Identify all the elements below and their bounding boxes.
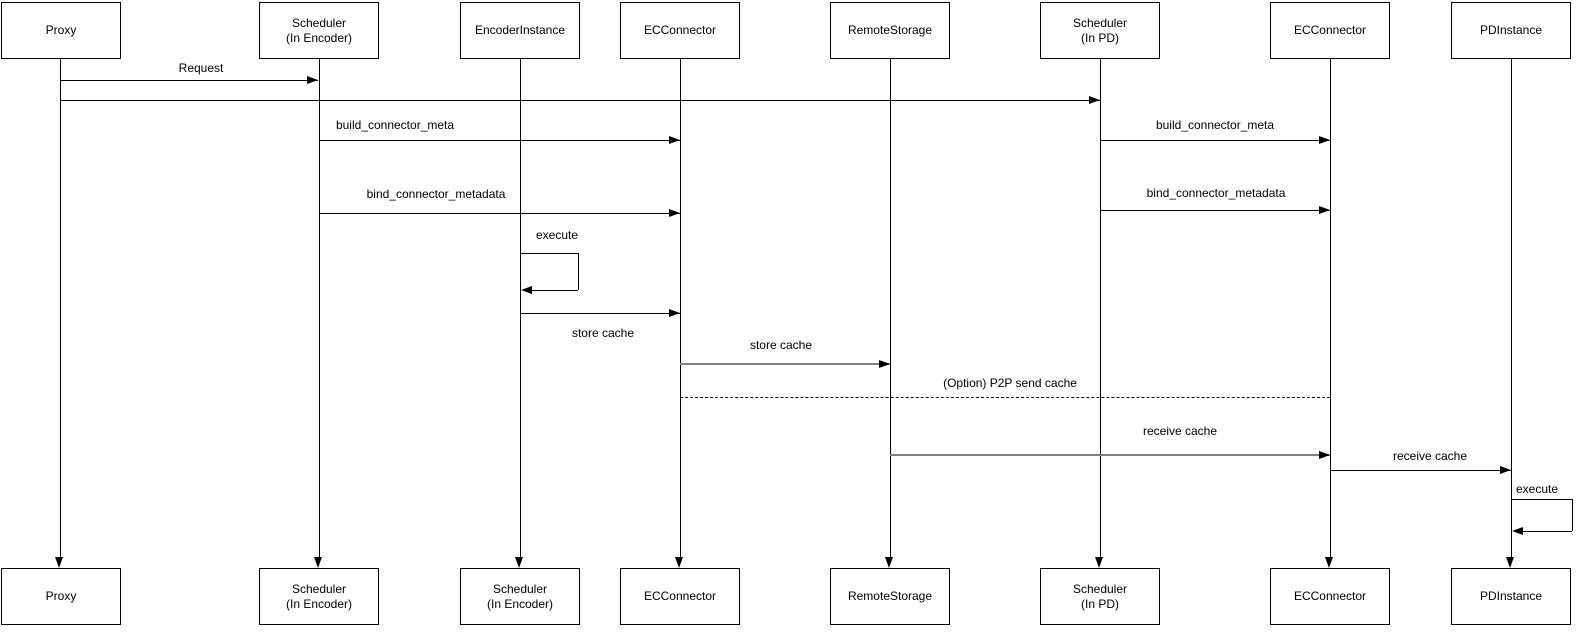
self-loop-right (1572, 499, 1573, 531)
participant-top-encoderinstance: EncoderInstance (460, 2, 580, 59)
lifeline-end-arrowhead (515, 557, 523, 568)
lifeline-end-arrowhead (1506, 557, 1514, 568)
self-loop-bottom (531, 290, 578, 291)
message-arrowhead (669, 136, 680, 144)
participant-bottom-encoderinstance: Scheduler (In Encoder) (460, 568, 580, 625)
lifeline-ecconnector-encoder (680, 59, 681, 557)
message-arrow-receive-cache-2 (1330, 470, 1511, 471)
message-label-receive-cache-2: receive cache (1392, 449, 1468, 463)
self-loop-right (578, 253, 579, 290)
participant-top-pdinstance: PDInstance (1451, 2, 1571, 59)
message-label-bind-connector-metadata-right: bind_connector_metadata (1146, 186, 1286, 200)
message-label-build-connector-meta-right: build_connector_meta (1155, 118, 1275, 132)
message-arrow-request (60, 80, 318, 81)
lifeline-pdinstance (1511, 59, 1512, 557)
participant-bottom-scheduler-pd: Scheduler (In PD) (1040, 568, 1160, 625)
lifeline-end-arrowhead (1095, 557, 1103, 568)
lifeline-scheduler-pd (1100, 59, 1101, 557)
message-arrowhead (879, 360, 890, 368)
message-label-receive-cache-1: receive cache (1142, 424, 1218, 438)
lifeline-end-arrowhead (675, 557, 683, 568)
message-arrowhead (1319, 136, 1330, 144)
participant-top-scheduler-encoder: Scheduler (In Encoder) (259, 2, 379, 59)
message-arrowhead (1319, 206, 1330, 214)
message-arrow-forward-request (60, 100, 1100, 101)
self-loop-top (1511, 499, 1572, 500)
message-arrow-build-connector-meta-left (319, 140, 680, 141)
message-arrow-store-cache-1 (520, 313, 680, 314)
message-arrowhead (521, 286, 532, 294)
message-arrow-bind-connector-metadata-right (1100, 210, 1330, 211)
message-line-p2p-send-cache (680, 397, 1330, 398)
participant-bottom-ecconnector-pd: ECConnector (1270, 568, 1390, 625)
lifeline-end-arrowhead (55, 557, 63, 568)
lifeline-ecconnector-pd (1330, 59, 1331, 557)
message-arrow-build-connector-meta-right (1100, 140, 1330, 141)
participant-top-scheduler-pd: Scheduler (In PD) (1040, 2, 1160, 59)
participant-top-ecconnector-pd: ECConnector (1270, 2, 1390, 59)
message-label-store-cache-1: store cache (571, 326, 635, 340)
participant-bottom-proxy: Proxy (1, 568, 121, 625)
self-loop-bottom (1522, 531, 1572, 532)
participant-top-proxy: Proxy (1, 2, 121, 59)
participant-bottom-ecconnector-encoder: ECConnector (620, 568, 740, 625)
message-label-bind-connector-metadata-left: bind_connector_metadata (366, 187, 506, 201)
message-arrowhead (669, 309, 680, 317)
lifeline-scheduler-encoder (319, 59, 320, 557)
message-arrowhead (1512, 527, 1523, 535)
participant-top-remotestorage: RemoteStorage (830, 2, 950, 59)
message-arrowhead (669, 209, 680, 217)
message-arrowhead (1089, 96, 1100, 104)
message-arrowhead (1500, 466, 1511, 474)
participant-bottom-pdinstance: PDInstance (1451, 568, 1571, 625)
message-arrowhead (1319, 451, 1330, 459)
lifeline-end-arrowhead (314, 557, 322, 568)
message-label-request: Request (178, 61, 224, 75)
lifeline-end-arrowhead (1325, 557, 1333, 568)
lifeline-end-arrowhead (885, 557, 893, 568)
lifeline-encoderinstance (520, 59, 521, 557)
message-label-execute-encoder: execute (535, 228, 579, 242)
participant-bottom-scheduler-encoder: Scheduler (In Encoder) (259, 568, 379, 625)
message-label-store-cache-2: store cache (749, 338, 813, 352)
participant-bottom-remotestorage: RemoteStorage (830, 568, 950, 625)
message-arrowhead (307, 76, 318, 84)
message-label-execute-pd: execute (1515, 482, 1559, 496)
self-loop-top (520, 253, 578, 254)
message-arrow-receive-cache-1 (890, 454, 1330, 456)
message-arrow-store-cache-2 (680, 363, 890, 365)
lifeline-proxy (60, 59, 61, 557)
participant-top-ecconnector-encoder: ECConnector (620, 2, 740, 59)
message-arrow-bind-connector-metadata-left (319, 213, 680, 214)
message-label-p2p-send-cache: (Option) P2P send cache (943, 376, 1077, 390)
lifeline-remotestorage (890, 59, 891, 557)
message-label-build-connector-meta-left: build_connector_meta (335, 118, 455, 132)
